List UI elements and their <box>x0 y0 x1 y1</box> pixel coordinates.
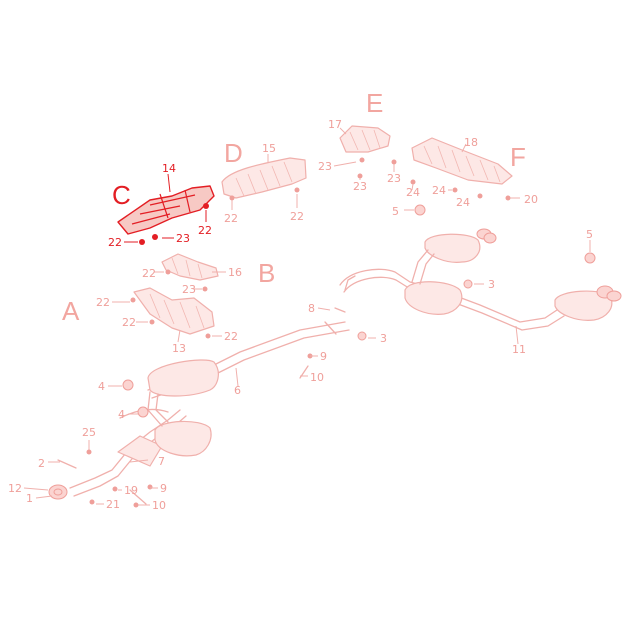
callout-5-right: 5 <box>586 228 593 241</box>
callout-3-left: 3 <box>380 332 387 345</box>
exhaust-pipe-system <box>48 228 622 500</box>
section-label-a: A <box>62 296 80 326</box>
callout-17: 17 <box>328 118 342 131</box>
callout-numbers: 14 22 23 22 15 22 22 17 23 23 23 18 24 2… <box>8 118 593 512</box>
callout-2: 2 <box>38 457 45 470</box>
callout-11: 11 <box>512 343 526 356</box>
section-label-e: E <box>366 88 383 118</box>
section-label-c: C <box>112 180 131 210</box>
callout-22-a-mid: 22 <box>122 316 136 329</box>
callout-24-left: 24 <box>406 186 420 199</box>
callout-18: 18 <box>464 136 478 149</box>
callout-8: 8 <box>308 302 315 315</box>
callout-23-e-left: 23 <box>318 160 332 173</box>
center-muffler <box>147 359 219 397</box>
callout-20: 20 <box>524 193 538 206</box>
heat-shield-a <box>133 287 215 335</box>
callout-4-upper: 4 <box>98 380 105 393</box>
callout-14: 14 <box>162 162 176 175</box>
callout-23-e-right: 23 <box>387 172 401 185</box>
rear-muffler-left <box>404 281 463 315</box>
hardware <box>57 157 596 508</box>
heat-shield-c <box>117 185 215 235</box>
callout-12: 12 <box>8 482 22 495</box>
section-label-f: F <box>510 142 526 172</box>
callout-19: 19 <box>124 484 138 497</box>
callout-6: 6 <box>234 384 241 397</box>
callout-1: 1 <box>26 492 33 505</box>
rear-muffler-upper <box>424 233 481 263</box>
callout-3-right: 3 <box>488 278 495 291</box>
callout-5-left: 5 <box>392 205 399 218</box>
callout-23-b: 23 <box>182 283 196 296</box>
callout-24-right: 24 <box>456 196 470 209</box>
callout-7: 7 <box>158 455 165 468</box>
section-label-b: B <box>258 258 275 288</box>
heat-shield-b <box>161 253 219 281</box>
callout-22-a-right: 22 <box>224 330 238 343</box>
leader-lines <box>23 127 591 506</box>
callout-13: 13 <box>172 342 186 355</box>
callout-23-e-mid: 23 <box>353 180 367 193</box>
rear-muffler-right <box>554 290 613 321</box>
callout-16: 16 <box>228 266 242 279</box>
callout-23-c: 23 <box>176 232 190 245</box>
callout-25: 25 <box>82 426 96 439</box>
callout-22-c-left: 22 <box>108 236 122 249</box>
callout-9-lower: 9 <box>160 482 167 495</box>
callout-10-upper: 10 <box>310 371 324 384</box>
callout-24-mid: 24 <box>432 184 446 197</box>
callout-10-lower: 10 <box>152 499 166 512</box>
callout-21: 21 <box>106 498 120 511</box>
resonator <box>154 420 212 457</box>
callout-4-lower: 4 <box>118 408 125 421</box>
callout-9-upper: 9 <box>320 350 327 363</box>
heat-shield-e <box>339 125 391 153</box>
callout-22-b: 22 <box>142 267 156 280</box>
heat-shield-d <box>221 157 307 199</box>
callout-22-d-left: 22 <box>224 212 238 225</box>
callout-22-c-right: 22 <box>198 224 212 237</box>
section-label-d: D <box>224 138 243 168</box>
callout-22-d-right: 22 <box>290 210 304 223</box>
callout-22-a-top: 22 <box>96 296 110 309</box>
heat-shield-f <box>411 137 513 185</box>
section-labels: A B C D E F <box>62 88 526 326</box>
callout-15: 15 <box>262 142 276 155</box>
